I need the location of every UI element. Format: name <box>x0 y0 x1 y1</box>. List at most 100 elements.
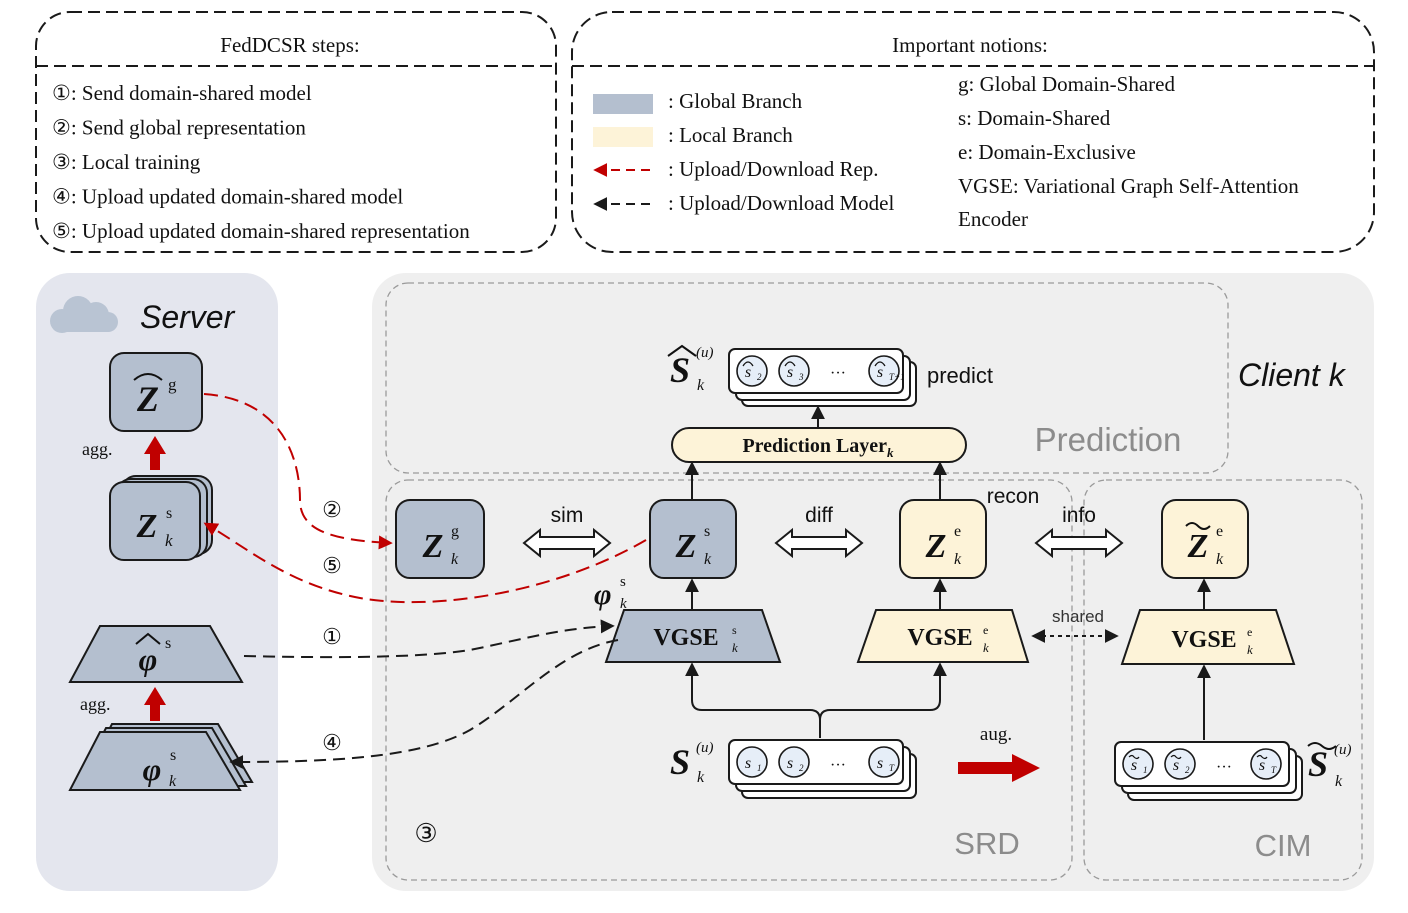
sim-label: sim <box>551 504 584 527</box>
svg-text:s: s <box>1259 757 1265 774</box>
arrow-number-5: ⑤ <box>322 553 342 578</box>
arrow-seq-to-vgsee <box>819 662 947 721</box>
svg-text:Z: Z <box>136 379 159 419</box>
svg-text:S: S <box>670 742 690 782</box>
server-agg-label-2: agg. <box>80 694 111 714</box>
arrow-seq-to-vgses <box>685 662 821 738</box>
svg-text:k: k <box>1335 773 1343 790</box>
step-item: ④: Upload updated domain-shared model <box>52 185 403 209</box>
notions-title: Important notions: <box>892 33 1048 57</box>
prediction-label: Prediction <box>1035 421 1182 458</box>
client-z-exclusive-node: Z e k <box>899 499 987 579</box>
svg-text:e: e <box>983 623 988 637</box>
s-k-label: S (u) k <box>670 740 714 786</box>
diff-double-arrow <box>774 527 864 559</box>
svg-text:T: T <box>1271 765 1277 775</box>
svg-text:k: k <box>165 531 173 550</box>
step-item: ①: Send domain-shared model <box>52 81 312 105</box>
svg-text:g: g <box>451 523 459 540</box>
vgse-exclusive-encoder: VGSE e k <box>856 609 1030 663</box>
svg-text:g: g <box>168 375 177 394</box>
srd-label: SRD <box>954 826 1019 861</box>
svg-text:2: 2 <box>757 372 762 382</box>
client-title: Client k <box>1238 357 1347 393</box>
svg-text:s: s <box>745 364 751 381</box>
cim-z-exclusive-node: Z e k <box>1161 499 1249 579</box>
local-branch-swatch <box>593 127 653 147</box>
diff-label: diff <box>805 504 833 527</box>
definition-item: g: Global Domain-Shared <box>958 72 1175 96</box>
svg-text:(u): (u) <box>696 740 714 756</box>
svg-text:k: k <box>620 596 627 612</box>
svg-text:VGSE: VGSE <box>653 625 718 651</box>
svg-text:s: s <box>166 505 172 522</box>
s-hat-label: S (u) k <box>667 344 714 394</box>
svg-text:k: k <box>451 551 459 568</box>
svg-text:VGSE: VGSE <box>1171 627 1236 653</box>
svg-text:k: k <box>704 551 712 568</box>
step-item: ⑤: Upload updated domain-shared represen… <box>52 219 470 243</box>
svg-text:S: S <box>1308 744 1328 784</box>
svg-text:s: s <box>787 755 793 772</box>
rep-upload-arrow <box>203 522 647 604</box>
cim-label: CIM <box>1255 828 1312 863</box>
svg-text:Z: Z <box>925 528 947 565</box>
svg-text:Prediction Layerk: Prediction Layerk <box>742 435 894 460</box>
legend-item-black-dash: : Upload/Download Model <box>668 191 894 215</box>
svg-text:Z: Z <box>136 508 158 545</box>
arrow-number-1: ① <box>322 624 342 649</box>
svg-text:(u): (u) <box>1334 742 1352 758</box>
shared-label: shared <box>1052 607 1104 626</box>
server-agg-arrow-2 <box>144 687 166 721</box>
steps-box: FedDCSR steps: ①: Send domain-shared mod… <box>35 11 557 253</box>
definition-item: VGSE: Variational Graph Self-Attention <box>958 174 1299 198</box>
svg-text:S: S <box>670 350 690 390</box>
steps-title: FedDCSR steps: <box>220 33 359 57</box>
svg-text:···: ··· <box>830 365 846 382</box>
server-z-shared-stack: Z s k <box>109 475 213 561</box>
svg-text:2: 2 <box>1185 765 1190 775</box>
svg-text:φ: φ <box>139 641 158 677</box>
svg-text:φ: φ <box>594 578 612 611</box>
step3-marker: ③ <box>414 819 437 848</box>
definition-item: e: Domain-Exclusive <box>958 140 1136 164</box>
info-double-arrow <box>1034 527 1124 559</box>
server-phi-global-node: φ s <box>68 625 244 683</box>
cloud-icon <box>50 296 118 333</box>
svg-text:e: e <box>1216 523 1223 540</box>
svg-text:2: 2 <box>799 763 804 773</box>
svg-text:···: ··· <box>1216 759 1232 776</box>
rep-download-arrow <box>203 393 393 550</box>
model-upload-arrow <box>229 639 619 769</box>
svg-text:···: ··· <box>830 757 846 774</box>
srd-region <box>385 479 1073 881</box>
step-item: ③: Local training <box>52 150 201 174</box>
svg-text:k: k <box>954 551 962 568</box>
svg-text:k: k <box>697 377 705 394</box>
svg-text:1: 1 <box>757 763 762 773</box>
svg-text:e: e <box>954 523 961 540</box>
svg-text:s: s <box>1131 757 1137 774</box>
svg-text:1: 1 <box>1143 765 1148 775</box>
svg-text:Z: Z <box>1187 528 1209 565</box>
svg-text:s: s <box>1173 757 1179 774</box>
client-phi-label: φ s k <box>594 574 627 612</box>
aug-label: aug. <box>980 724 1012 745</box>
svg-text:Z: Z <box>422 528 444 565</box>
svg-text:VGSE: VGSE <box>907 625 972 651</box>
sim-double-arrow <box>522 527 612 559</box>
svg-text:k: k <box>732 640 738 655</box>
arrow-number-2: ② <box>322 497 342 522</box>
info-label: info <box>1062 504 1096 527</box>
